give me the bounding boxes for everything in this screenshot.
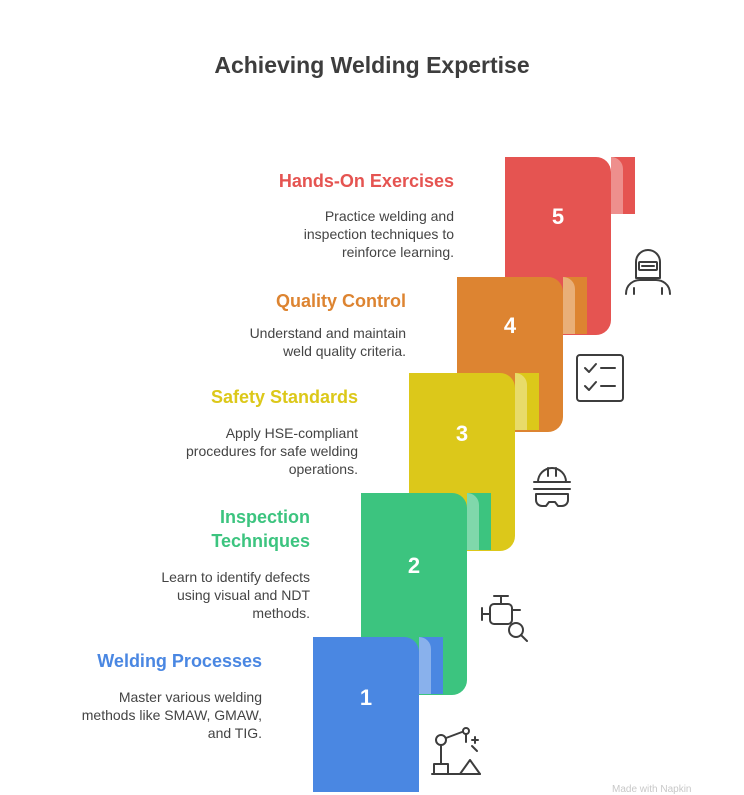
welder-helmet-icon	[625, 249, 671, 295]
step-2-title: Inspection Techniques	[211, 507, 310, 551]
page-title: Achieving Welding Expertise	[214, 52, 530, 78]
step-1-description: Master various welding methods like SMAW…	[81, 689, 262, 741]
step-3-number: 3	[455, 421, 469, 446]
step-2-description: Learn to identify defects using visual a…	[161, 569, 310, 621]
step-1-title: Welding Processes	[97, 651, 262, 671]
watermark: Made with Napkin	[612, 784, 692, 795]
step-3-title: Safety Standards	[210, 387, 358, 407]
step-3-description: Apply HSE-compliant procedures for safe …	[186, 425, 358, 477]
step-5-number: 5	[551, 204, 565, 229]
step-2-number: 2	[407, 553, 421, 578]
step-5-title: Hands-On Exercises	[278, 171, 454, 191]
valve-inspection-icon	[481, 595, 528, 642]
step-4-title: Quality Control	[276, 291, 406, 311]
hard-hat-goggles-icon	[533, 467, 571, 507]
step-4-description: Understand and maintain weld quality cri…	[249, 325, 406, 359]
step-4-number: 4	[503, 313, 517, 338]
step-1-number: 1	[359, 685, 373, 710]
step-5-description: Practice welding and inspection techniqu…	[303, 208, 454, 260]
step-1-block	[313, 637, 443, 792]
checklist-icon	[576, 354, 624, 402]
robot-arm-welding-icon	[431, 727, 481, 775]
